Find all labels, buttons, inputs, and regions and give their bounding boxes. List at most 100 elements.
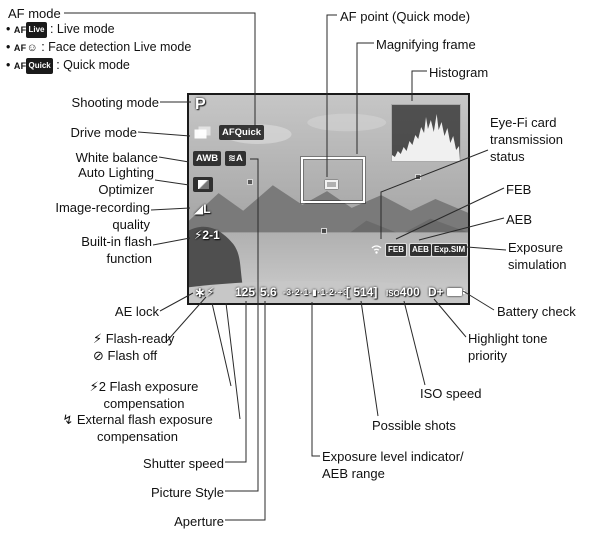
af-mode-desc: : Live mode xyxy=(49,22,115,36)
leader-shots xyxy=(360,300,379,417)
possible-shots-value: [ 514] xyxy=(346,285,378,299)
aperture-value: 5.6 xyxy=(260,285,277,299)
iso-speed-value: ISO400 xyxy=(386,285,420,299)
exposure-simulation-label: Exposure simulation xyxy=(508,239,567,273)
label-line: Eye-Fi card xyxy=(490,115,557,130)
flash-exposure-comp-label: ⚡2 Flash exposure compensation xyxy=(58,378,230,412)
histogram-graph xyxy=(392,114,460,161)
af-mode-item-face: • AF☺ : Face detection Live mode xyxy=(6,39,191,56)
bullet-dot: • xyxy=(6,40,11,54)
iso-speed-label: ISO speed xyxy=(420,386,482,401)
label-line: Optimizer xyxy=(98,182,154,197)
label-line: compensation xyxy=(97,429,178,444)
leader-white-balance xyxy=(158,156,190,163)
histogram-label: Histogram xyxy=(429,65,489,80)
iso-logo: ISO xyxy=(386,289,400,298)
drive-mode-label: Drive mode xyxy=(70,125,137,140)
feb-badge: FEB xyxy=(385,243,407,257)
leader-auto-lighting xyxy=(154,179,190,186)
drive-mode-icon xyxy=(194,126,211,139)
bullet-dot: • xyxy=(6,22,11,36)
histogram-panel xyxy=(391,104,461,162)
alo-gradient-glyph xyxy=(197,180,209,189)
leader-builtin-flash xyxy=(152,237,191,246)
shooting-mode-value: P xyxy=(195,96,206,113)
picture-style-badge: ≋A xyxy=(225,151,246,166)
label-line: quality xyxy=(112,217,150,232)
exposure-simulation-badge: Exp.SIM xyxy=(431,243,469,257)
label-line: ⚡2 Flash exposure xyxy=(89,379,199,394)
af-point-marker xyxy=(325,180,338,189)
leader-iso xyxy=(403,300,426,386)
af-mode-desc: : Quick mode xyxy=(56,58,130,72)
eyefi-status-label: Eye-Fi card transmission status xyxy=(490,114,563,165)
magnifying-frame-label: Magnifying frame xyxy=(376,37,476,52)
label-line: simulation xyxy=(508,257,567,272)
external-flash-comp-label: ↯ External flash exposure compensation xyxy=(30,411,245,445)
auto-lighting-optimizer-icon xyxy=(193,177,213,192)
image-quality-label: Image-recording quality xyxy=(30,199,150,233)
shooting-mode-label: Shooting mode xyxy=(71,95,159,110)
camera-lcd-screen: P AFQuick AWB ≋A ◢L ⚡2-1 FEB AEB xyxy=(187,93,470,305)
label-line: Highlight tone xyxy=(468,331,548,346)
shutter-speed-value: 125 xyxy=(235,285,256,299)
face-detection-icon: ☺ xyxy=(26,42,38,54)
af-point-label: AF point (Quick mode) xyxy=(340,9,471,24)
quick-mode-badge-icon: Quick xyxy=(26,58,53,74)
iso-number: 400 xyxy=(399,285,420,299)
af-mode-heading: AF mode xyxy=(8,6,61,21)
label-line: Auto Lighting xyxy=(78,165,154,180)
label-line: function xyxy=(106,251,152,266)
af-prefix: AF xyxy=(13,25,27,35)
label-line: AEB range xyxy=(322,466,385,481)
label-line: transmission xyxy=(490,132,563,147)
flash-ready-label: ⚡ Flash-ready xyxy=(93,331,175,346)
label-line: Exposure level indicator/ xyxy=(322,449,464,464)
af-point-small-icon xyxy=(415,174,421,180)
label-line: status xyxy=(490,149,525,164)
aeb-badge: AEB xyxy=(409,243,432,257)
shutter-speed-label: Shutter speed xyxy=(143,456,224,471)
af-mode-badge: AFQuick xyxy=(219,125,265,140)
label-line: compensation xyxy=(103,396,185,411)
eyefi-transmission-icon xyxy=(371,245,382,254)
label-line: Image-recording xyxy=(55,200,150,215)
flash-ready-icon: ⚡ xyxy=(206,285,215,299)
battery-icon xyxy=(447,288,465,296)
ae-lock-label: AE lock xyxy=(114,304,159,319)
flash-status-label: ⚡ Flash-ready ⊘ Flash off xyxy=(93,330,174,364)
af-mode-desc: : Face detection Live mode xyxy=(41,40,192,54)
white-balance-label: White balance xyxy=(75,150,158,165)
af-point-small-icon xyxy=(247,179,253,185)
af-point-small-icon xyxy=(321,228,327,234)
aeb-label: AEB xyxy=(506,212,533,227)
live-mode-badge-icon: Live xyxy=(26,22,47,38)
leader-fec xyxy=(211,302,232,387)
label-line: Exposure xyxy=(508,240,563,255)
highlight-tone-priority-icon: D+ xyxy=(428,285,444,299)
image-quality-icon: ◢L xyxy=(194,202,211,216)
auto-lighting-optimizer-label: Auto Lighting Optimizer xyxy=(40,164,154,198)
exposure-level-label: Exposure level indicator/ AEB range xyxy=(322,448,464,482)
highlight-tone-label: Highlight tone priority xyxy=(468,330,548,364)
exposure-level-indicator: -3·2·1·▮·1·2·+3 xyxy=(283,287,349,297)
flash-off-label: ⊘ Flash off xyxy=(93,348,158,363)
leader-image-quality xyxy=(150,207,191,211)
leader-exp-level xyxy=(311,302,320,457)
label-line: Built-in flash xyxy=(81,234,152,249)
bullet-dot: • xyxy=(6,58,11,72)
label-line: priority xyxy=(468,348,508,363)
aperture-label: Aperture xyxy=(174,514,224,529)
battery-check-label: Battery check xyxy=(497,304,576,319)
builtin-flash-label: Built-in flash function xyxy=(35,233,152,267)
builtin-flash-fec-indicator: ⚡2-1 xyxy=(194,228,220,242)
white-balance-badge: AWB xyxy=(193,151,222,166)
possible-shots-label: Possible shots xyxy=(372,418,456,433)
feb-label: FEB xyxy=(506,182,532,197)
af-prefix: AF xyxy=(13,43,27,53)
picture-style-label: Picture Style xyxy=(151,485,224,500)
leader-exp-sim xyxy=(466,246,507,251)
